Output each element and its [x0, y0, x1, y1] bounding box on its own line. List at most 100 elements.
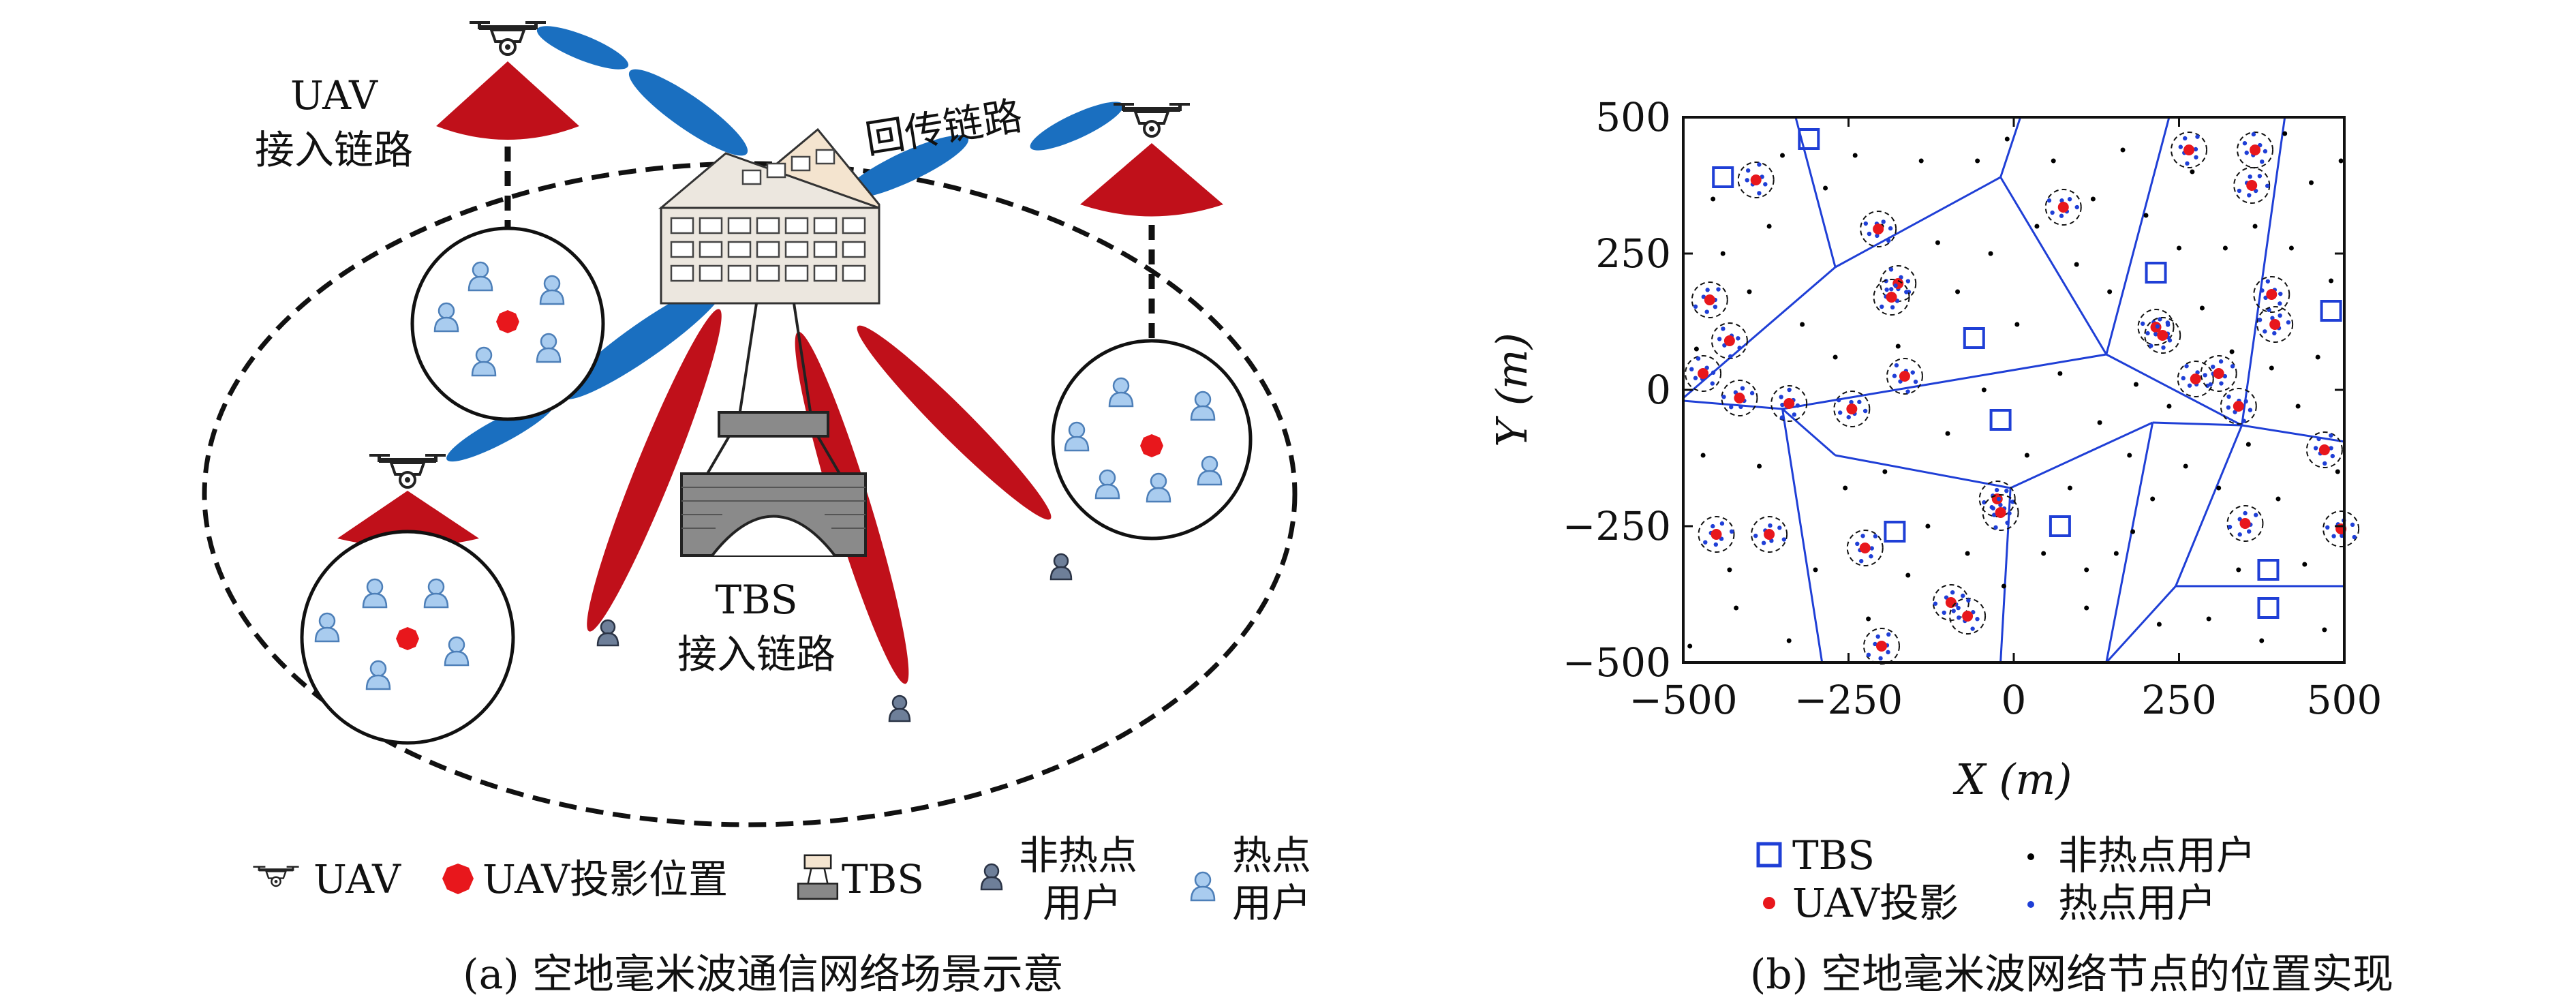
non-hotspot-user-point: [1747, 289, 1752, 294]
non-hotspot-user-point: [2302, 562, 2307, 567]
x-tick-label: −500: [1629, 677, 1737, 723]
non-hotspot-user-point: [1955, 289, 1961, 294]
label-tbs-access-2: 接入链路: [677, 631, 835, 677]
hotspot-user-point: [1905, 279, 1911, 284]
voronoi-edge: [1999, 177, 2108, 355]
non-hotspot-user-point: [2051, 158, 2056, 164]
hotspot-circle: [2253, 276, 2290, 313]
non-hotspot-user-point: [2156, 622, 2162, 627]
hotspot-user-point: [1711, 370, 1716, 375]
hotspot-circle: [1770, 385, 1808, 422]
hotspot-user-point: [1705, 288, 1710, 292]
non-hotspot-user-point: [2143, 213, 2149, 218]
non-hotspot-user-point: [1687, 643, 1693, 649]
non-hotspot-user-point: [1895, 344, 1901, 349]
hotspot-user-point: [2153, 332, 2158, 337]
uav-projection-point: [1859, 543, 1871, 553]
hotspot-user-point: [1859, 559, 1864, 564]
non-hotspot-user-point: [2067, 485, 2072, 491]
hotspot-cluster-left: [300, 530, 515, 745]
hotspot-user-point: [1866, 652, 1871, 658]
hotspot-user-point: [2242, 140, 2248, 146]
non-hotspot-user-point: [1813, 567, 1818, 573]
hotspot-user-point: [1873, 534, 1878, 538]
uav-projection-point: [1846, 403, 1858, 414]
non-hotspot-user-point: [2107, 289, 2113, 294]
tbs-marker: [2257, 559, 2280, 581]
coverage-ellipse: [202, 161, 1298, 827]
hotspot-user-point: [1886, 239, 1891, 243]
hotspot-user-point: [2260, 288, 2265, 293]
non-hotspot-user-point: [2335, 469, 2340, 474]
hotspot-user-point: [2158, 317, 2162, 322]
uav-projection-point: [2266, 289, 2278, 300]
tbs-marker: [1963, 327, 1985, 349]
hotspot-user-point: [1761, 540, 1766, 545]
uav-projection-point: [1886, 292, 1897, 303]
uav-projection-point: [2233, 401, 2244, 412]
non-hotspot-user-point: [2150, 496, 2156, 502]
x-axis-label: X (m): [1952, 754, 2072, 804]
non-hotspot-user-point: [2309, 180, 2314, 185]
hotspot-user-point: [2059, 198, 2064, 203]
uav-projection-point: [1750, 174, 1762, 185]
hotspot-user-point: [2260, 159, 2265, 164]
voronoi-edge: [2241, 424, 2345, 443]
non-hotspot-user-point: [2001, 583, 2006, 589]
hotspot-user-point: [1863, 221, 1868, 226]
hotspot-user-point: [2257, 318, 2263, 322]
hotspot-circle: [2177, 361, 2214, 397]
hotspot-user-point: [2237, 188, 2242, 194]
non-hotspot-user-point: [1988, 251, 1993, 256]
non-hotspot-user-point: [1757, 463, 1762, 469]
non-hotspot-user-point: [1981, 387, 1987, 393]
hotspot-user-point: [2272, 331, 2277, 336]
hotspot-user-point: [1904, 290, 1909, 294]
hotspot-user-point: [1905, 389, 1910, 394]
hotspot-circle: [1860, 211, 1897, 247]
hotspot-user-point: [1713, 304, 1718, 309]
hotspot-user-point: [1837, 410, 1843, 415]
label-tbs-access-1: TBS: [715, 577, 797, 623]
hotspot-user-point: [1857, 399, 1862, 404]
tbs-marker: [1989, 409, 2012, 431]
uav-projection-point: [1899, 371, 1910, 382]
hotspot-user-point: [2278, 291, 2283, 296]
hotspot-user-point: [1869, 554, 1873, 559]
legend-tbs-label: TBS: [842, 856, 924, 902]
y-tick-label: −250: [1563, 503, 1671, 549]
hotspot-user-point: [1860, 534, 1865, 538]
hotspot-user-point: [2263, 149, 2268, 154]
x-tick-label: −250: [1794, 677, 1903, 723]
y-tick-label: −500: [1563, 639, 1671, 686]
hotspot-user-point: [1982, 500, 1987, 505]
hotspot-user-point: [2237, 532, 2242, 537]
hotspot-user-point: [2227, 524, 2233, 530]
tbs-marker: [1712, 166, 1734, 188]
hotspot-user-point: [1892, 374, 1897, 378]
hotspot-user-point: [1740, 386, 1745, 391]
tbs-marker: [1884, 521, 1906, 543]
hotspot-user-point: [2254, 513, 2258, 517]
non-hotspot-user-point: [1833, 354, 1838, 360]
hotspot-user-point: [1719, 521, 1725, 526]
hotspot-user-point: [1721, 326, 1726, 331]
non-hotspot-user-point: [2222, 245, 2228, 251]
hotspot-circle: [1711, 322, 1748, 359]
hotspot-user-point: [1713, 542, 1719, 547]
hotspot-user-point: [1704, 309, 1709, 314]
hotspot-user-point: [2195, 134, 2200, 139]
hotspot-circle: [2226, 505, 2264, 542]
hotspot-user-point: [2050, 210, 2055, 215]
non-hotspot-user-point: [2034, 224, 2040, 229]
hotspot-user-point: [1961, 593, 1965, 598]
non-hotspot-user-point: [1800, 322, 1805, 327]
hotspot-user-point: [2203, 373, 2207, 378]
hotspot-user-point: [1933, 601, 1938, 606]
hotspot-user-point: [1711, 523, 1715, 529]
hotspot-user-point: [2230, 364, 2235, 369]
hotspot-circle: [2144, 317, 2181, 354]
hotspot-user-point: [1780, 402, 1785, 408]
non-hotspot-user-point: [2206, 616, 2211, 622]
hotspot-circle: [1982, 494, 2019, 531]
